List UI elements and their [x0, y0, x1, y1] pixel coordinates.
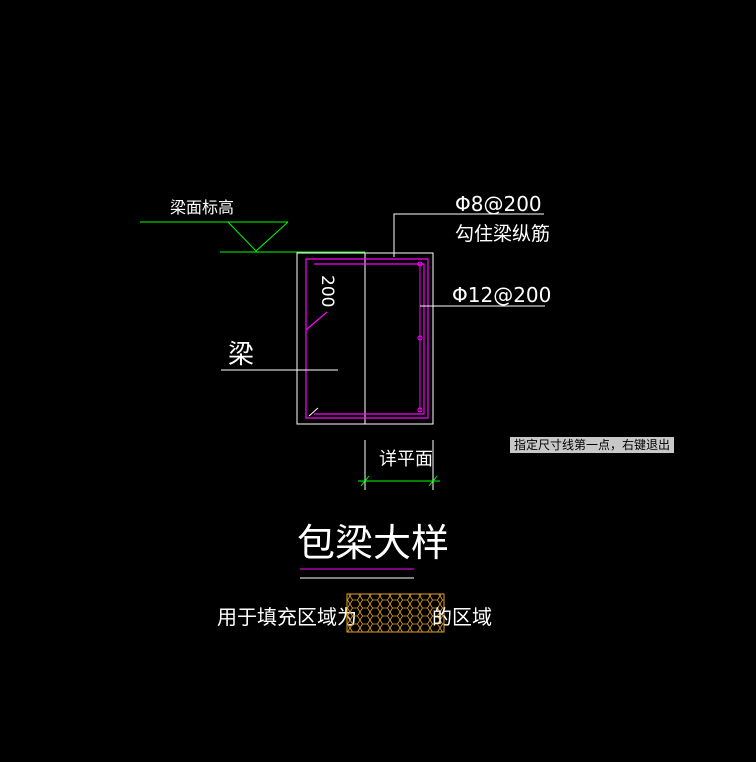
fill-legend-prefix: 用于填充区域为: [217, 605, 357, 629]
elevation-triangle: [227, 221, 289, 252]
stirrup-leader: Φ8@200 勾住梁纵筋: [393, 192, 550, 257]
bar-leader: Φ12@200: [420, 283, 551, 307]
command-prompt-tooltip: 指定尺寸线第一点，右键退出: [510, 437, 675, 453]
title-label: 包梁大样: [297, 521, 449, 565]
elevation-marker: 梁面标高: [140, 198, 365, 253]
drawing-title: 包梁大样: [297, 521, 449, 579]
see-plan-dimension: 详平面: [358, 440, 440, 490]
bar-spec-label: Φ12@200: [452, 283, 551, 307]
rebar-dot-top: [417, 261, 423, 267]
elevation-label: 梁面标高: [170, 198, 234, 217]
see-plan-label: 详平面: [379, 449, 433, 470]
hex-hatch-swatch: [346, 593, 445, 633]
stirrup-spec-label: Φ8@200: [455, 192, 542, 216]
beam-leader: 梁: [221, 340, 338, 371]
rebar-dot-bottom: [417, 407, 423, 413]
fill-legend: 用于填充区域为 的区域: [217, 593, 492, 633]
beam-label: 梁: [228, 340, 254, 370]
stirrup-leader-line: [393, 213, 544, 257]
fill-legend-suffix: 的区域: [432, 605, 492, 629]
rebar-stirrup: [305, 258, 429, 419]
beam-section: 200: [296, 252, 434, 425]
dimension-200-label: 200: [317, 275, 337, 307]
stirrup-hook-top: [305, 311, 328, 331]
dim-tick-left: [360, 475, 370, 487]
rebar-dot-mid: [417, 335, 423, 341]
stirrup-note-label: 勾住梁纵筋: [455, 223, 550, 245]
rebar-inner: [314, 263, 425, 415]
dim-tick-right: [428, 475, 438, 487]
stirrup-hook-bottom: [308, 407, 319, 417]
